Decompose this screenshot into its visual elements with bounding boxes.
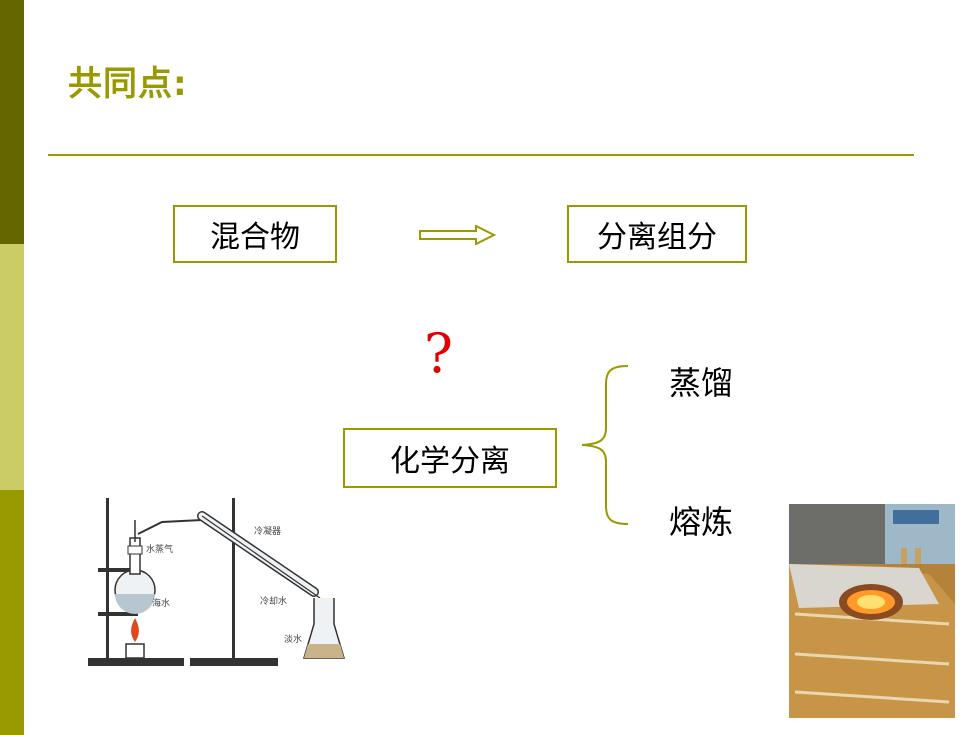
chemical-separation-label: 化学分离 — [390, 444, 510, 479]
label-condenser: 冷凝器 — [254, 525, 281, 537]
mixture-label: 混合物 — [210, 220, 300, 255]
label-vapor: 水蒸气 — [146, 543, 173, 555]
separate-components-label: 分离组分 — [597, 220, 717, 255]
method-smelting: 熔炼 — [669, 503, 734, 541]
sidebar-band-middle — [0, 244, 24, 490]
label-seawater: 海水 — [152, 597, 170, 609]
method-distillation: 蒸馏 — [669, 364, 734, 402]
mixture-box: 混合物 — [173, 205, 337, 263]
distillation-apparatus-image: 水蒸气 冷凝器 海水 冷却水 淡水 — [88, 498, 346, 666]
title-divider — [48, 154, 914, 156]
slide-title: 共同点: — [68, 64, 188, 104]
right-arrow-icon — [419, 225, 497, 245]
curly-brace-icon — [581, 365, 629, 525]
sidebar-band-bottom — [0, 490, 24, 735]
chemical-separation-box: 化学分离 — [343, 428, 557, 488]
smelting-furnace-photo — [789, 504, 955, 718]
label-fresh-water: 淡水 — [284, 633, 302, 645]
question-mark: ? — [424, 322, 453, 385]
label-cooling-water: 冷却水 — [260, 595, 287, 607]
sidebar-band-top — [0, 0, 24, 244]
separate-components-box: 分离组分 — [567, 205, 747, 263]
